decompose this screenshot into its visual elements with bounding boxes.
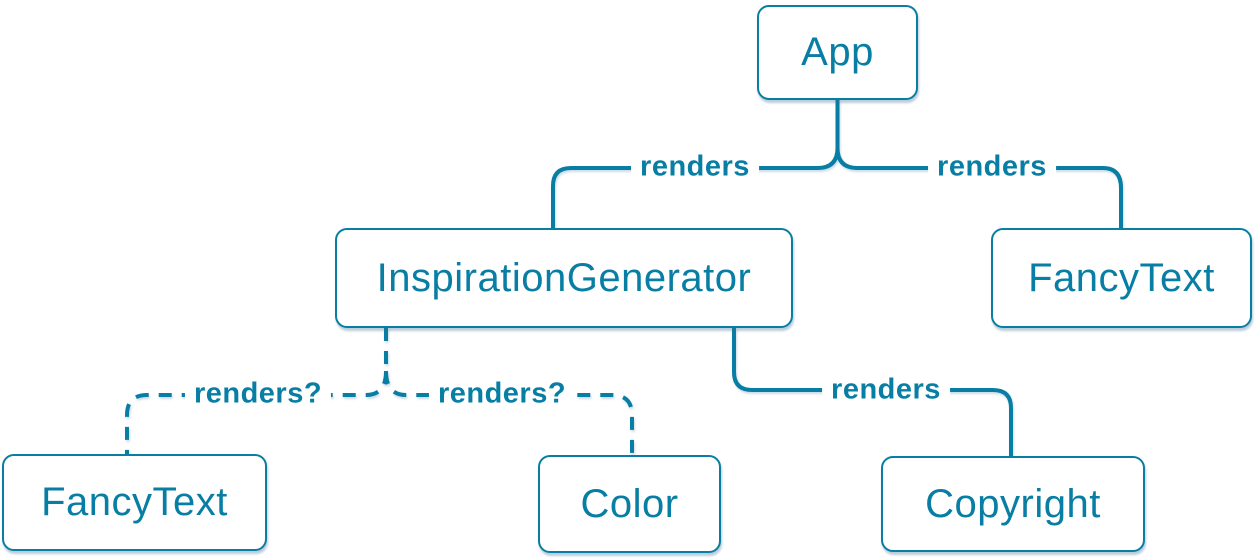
node-fancy-text-top-label: FancyText (1028, 255, 1215, 300)
edge-label-renders-app-fancytext: renders (928, 149, 1056, 185)
node-color: Color (538, 455, 721, 553)
node-app-label: App (801, 30, 874, 74)
edge-inspirationgenerator-color-conditional (384, 370, 634, 457)
node-color-label: Color (580, 481, 679, 526)
edge-label-renders-conditional-color: renders? (428, 376, 576, 412)
node-inspiration-generator: InspirationGenerator (335, 228, 793, 328)
node-copyright: Copyright (881, 456, 1145, 552)
edge-inspirationgenerator-fancytext-conditional (125, 370, 388, 456)
edge-label-renders-inspirationgenerator-copyright: renders (822, 372, 950, 408)
node-fancy-text-top: FancyText (991, 228, 1252, 328)
node-inspiration-generator-label: InspirationGenerator (376, 255, 752, 300)
node-app: App (757, 5, 918, 100)
edge-label-renders-conditional-fancytext: renders? (184, 376, 332, 412)
node-fancy-text-bottom-label: FancyText (41, 480, 228, 524)
edge-app-fancytext (835, 147, 1123, 230)
node-fancy-text-bottom: FancyText (2, 454, 267, 551)
edge-label-renders-app-inspirationgenerator: renders (631, 149, 759, 185)
node-copyright-label: Copyright (925, 481, 1101, 526)
